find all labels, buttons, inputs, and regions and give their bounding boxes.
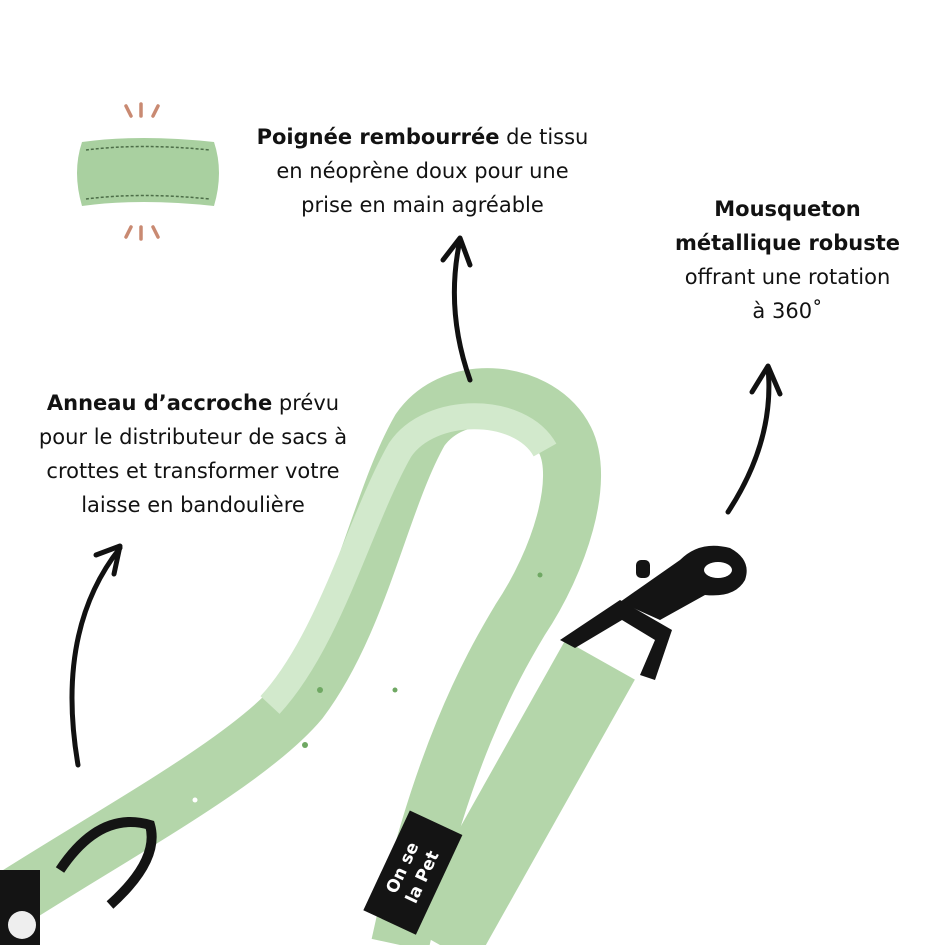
ring-caption-bold: Anneau d’accroche	[46, 391, 273, 415]
arrow-to-clip-icon	[725, 363, 783, 515]
ring-caption-line1: prévu	[272, 391, 340, 415]
highlight-strokes-icon	[124, 102, 160, 241]
clip-caption-line4: à 360˚	[752, 299, 823, 323]
handle-caption-line3: prise en main agréable	[301, 193, 544, 217]
handle-caption-bold: Poignée rembourrée	[256, 125, 500, 149]
ring-caption-line3: crottes et transformer votre	[46, 459, 340, 483]
clip-caption-bold-1: Mousqueton	[714, 197, 861, 221]
arrow-to-handle-icon	[440, 235, 473, 383]
clip-caption-bold-2: métallique robuste	[674, 231, 900, 255]
clip-caption-line3: offrant une rotation	[684, 265, 891, 289]
carabiner-clip-icon	[560, 545, 747, 680]
handle-swatch-icon	[77, 102, 219, 241]
ring-caption-line4: laisse en bandoulière	[81, 493, 305, 517]
handle-caption-line2: en néoprène doux pour une	[276, 159, 569, 183]
leash-strap	[405, 640, 635, 945]
arrow-to-ring-icon	[69, 543, 123, 768]
clip-caption: Mousqueton métallique robuste offrant un…	[655, 192, 920, 328]
handle-caption: Poignée rembourrée de tissu en néoprène …	[230, 120, 615, 222]
d-ring-icon	[0, 817, 157, 945]
ring-caption-line2: pour le distributeur de sacs à	[38, 425, 348, 449]
ring-caption: Anneau d’accroche prévu pour le distribu…	[8, 386, 378, 522]
handle-caption-line1: de tissu	[499, 125, 589, 149]
